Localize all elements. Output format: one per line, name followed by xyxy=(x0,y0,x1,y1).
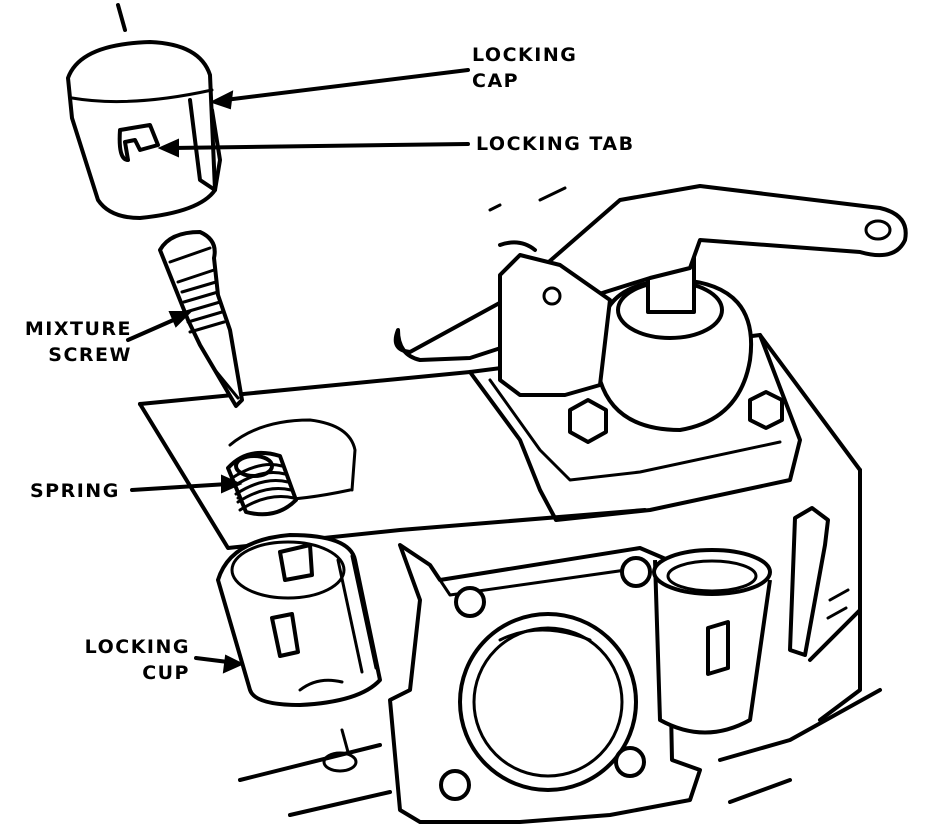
label-locking-cap-line1: LOCKING xyxy=(472,44,578,66)
label-mixture-screw-line1: MIXTURE xyxy=(24,318,132,340)
leader-locking-tab xyxy=(170,142,470,150)
housing-bolt xyxy=(568,390,784,444)
front-flange xyxy=(388,543,702,824)
mixture-screw xyxy=(158,230,244,408)
label-locking-cup: LOCKING CUP xyxy=(70,634,190,686)
control-lever xyxy=(393,184,908,397)
leader-locking-cap xyxy=(223,68,470,102)
leader-arrows xyxy=(126,68,470,674)
label-locking-cup-line1: LOCKING xyxy=(84,636,190,658)
label-locking-cup-line2: CUP xyxy=(142,662,190,684)
leader-mixture-screw xyxy=(126,316,180,342)
label-locking-cap-line2: CAP xyxy=(472,70,520,92)
label-mixture-screw: MIXTURE SCREW xyxy=(2,316,132,368)
side-port xyxy=(652,506,830,735)
leader-spring xyxy=(130,482,230,492)
locking-cup xyxy=(216,533,382,707)
leader-locking-cup xyxy=(194,656,230,664)
label-mixture-screw-line2: SCREW xyxy=(48,344,132,366)
valve-body xyxy=(138,333,882,817)
label-spring: SPRING xyxy=(30,480,120,502)
label-locking-cap: LOCKING CAP xyxy=(472,42,577,94)
flange-bolt xyxy=(439,556,652,801)
label-locking-tab: LOCKING TAB xyxy=(476,133,635,155)
spring-coil xyxy=(226,451,298,517)
locking-cap xyxy=(66,3,222,220)
